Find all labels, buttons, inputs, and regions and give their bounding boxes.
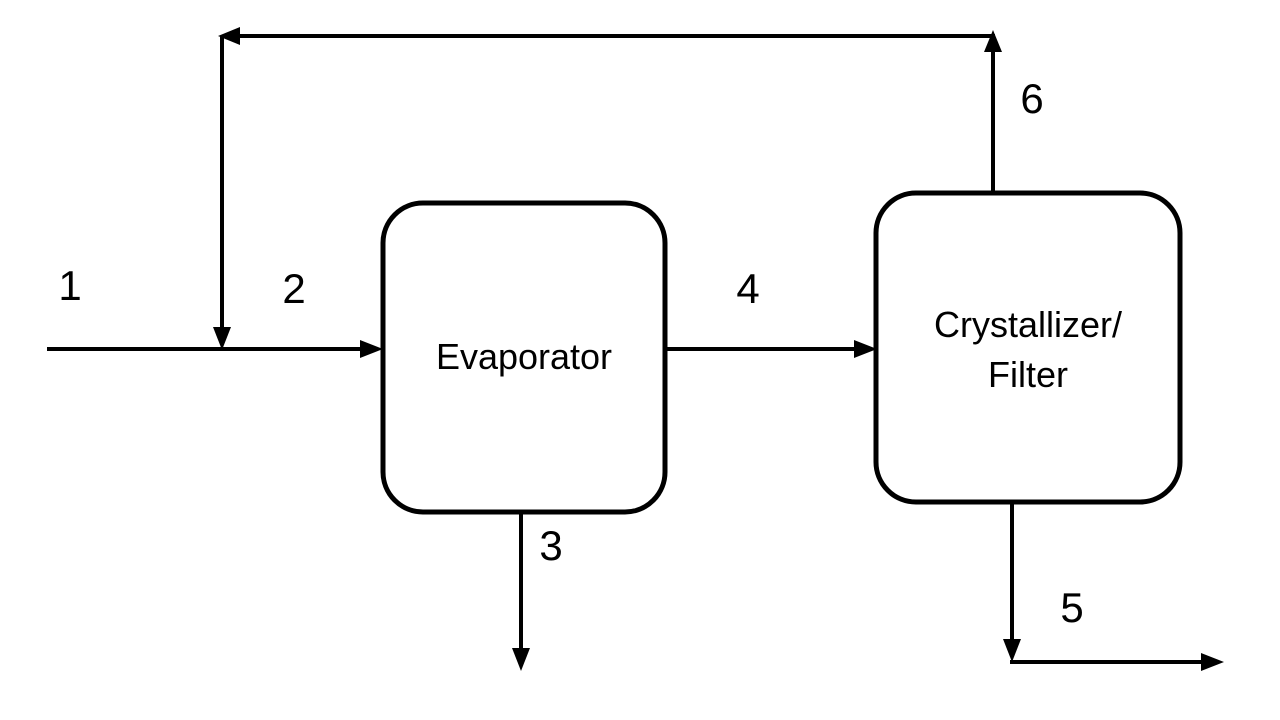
evaporator-box[interactable]: [380, 200, 668, 515]
stream-4-arrowhead: [854, 340, 877, 358]
evaporator-label: Evaporator: [436, 336, 612, 377]
stream-6-left-arrowhead: [218, 27, 240, 45]
stream-label-6: 6: [1020, 75, 1043, 122]
stream-1-2-feed-path: [47, 340, 383, 358]
stream-6-recycle-path: [213, 27, 1002, 350]
stream-label-3: 3: [539, 522, 562, 569]
stream-2-arrowhead: [360, 340, 383, 358]
stream-6-up-arrowhead: [984, 30, 1002, 52]
stream-label-2: 2: [282, 265, 305, 312]
stream-5-down-arrowhead: [1003, 639, 1021, 662]
stream-5-right-arrowhead: [1201, 653, 1224, 671]
stream-6-down-arrowhead: [213, 327, 231, 350]
crystallizer-filter-label-line2: Filter: [988, 354, 1068, 395]
unit-evaporator[interactable]: Evaporator: [380, 200, 668, 515]
stream-3-path: [512, 508, 530, 671]
stream-5-path: [1003, 499, 1224, 671]
crystallizer-filter-box[interactable]: [873, 190, 1183, 505]
stream-label-5: 5: [1060, 584, 1083, 631]
stream-label-4: 4: [736, 265, 759, 312]
stream-3-arrowhead: [512, 648, 530, 671]
unit-crystallizer-filter[interactable]: Crystallizer/ Filter: [873, 190, 1183, 505]
crystallizer-filter-label-line1: Crystallizer/: [934, 304, 1122, 345]
stream-label-1: 1: [58, 262, 81, 309]
stream-4-path: [663, 340, 877, 358]
